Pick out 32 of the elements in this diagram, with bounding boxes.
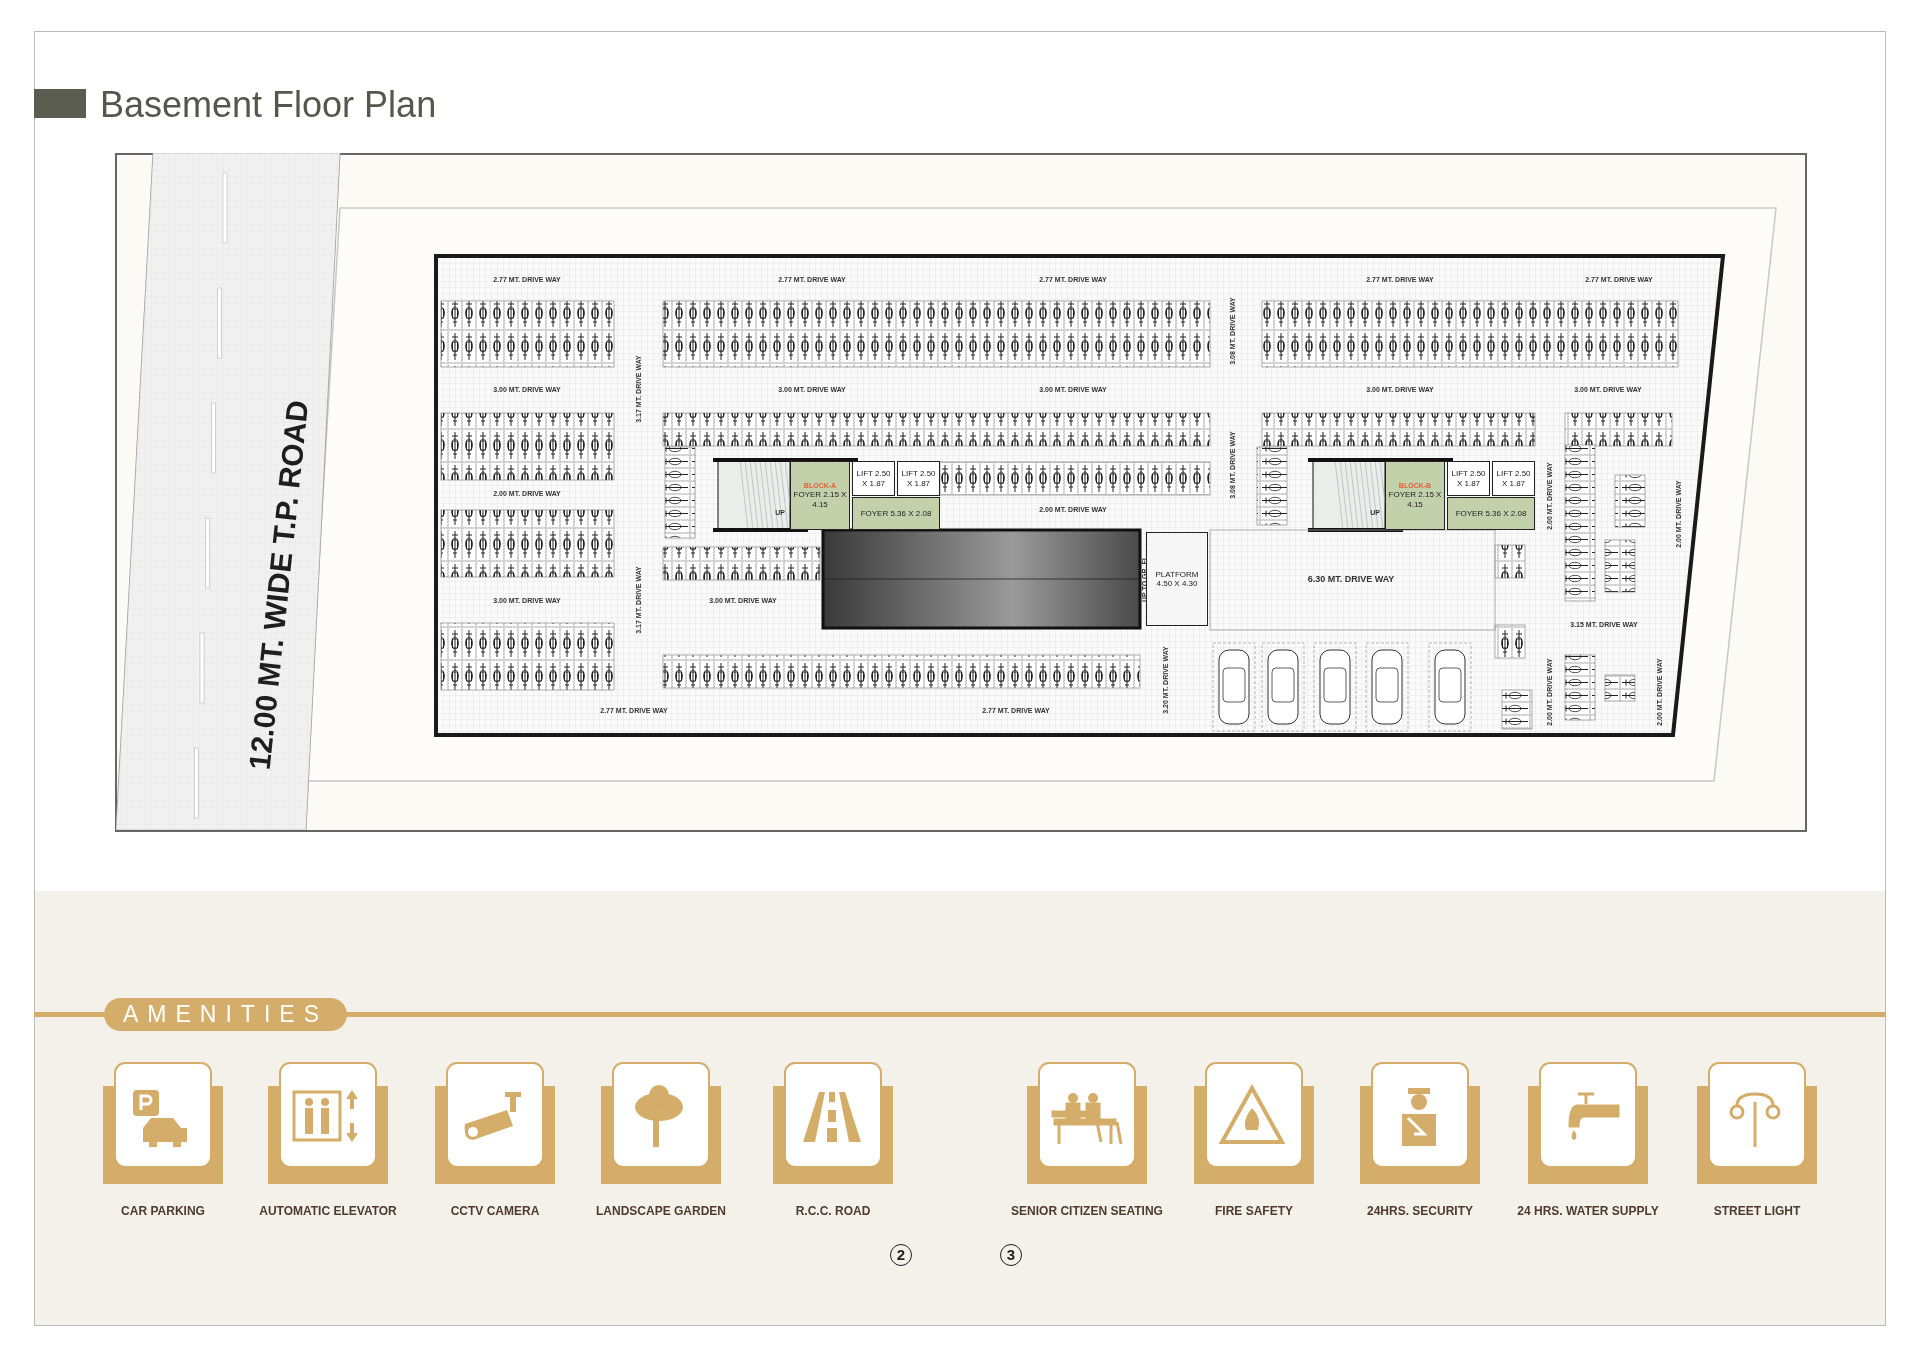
amenity-caption: FIRE SAFETY (1214, 1205, 1294, 1219)
room-label: FOYER 2.15 X 4.15 (792, 490, 848, 509)
foyer-area (852, 497, 940, 530)
lift-shaft (897, 461, 940, 496)
driveway-label: 6.30 MT. DRIVE WAY (1307, 574, 1395, 584)
room-label: LIFT 2.50 X 1.87 (900, 469, 937, 488)
foyer-area (1385, 461, 1445, 530)
room-label: LIFT 2.50 X 1.87 (855, 469, 892, 488)
amenity-caption: SENIOR CITIZEN SEATING (1010, 1205, 1164, 1219)
foyer-area (1447, 497, 1535, 530)
room-label: FOYER 2.15 X 4.15 (1387, 490, 1443, 509)
lift-shaft (1447, 461, 1490, 496)
amenity-caption: CAR PARKING (120, 1205, 206, 1219)
amenity-caption: CCTV CAMERA (449, 1205, 541, 1219)
amenity-caption: LANDSCAPE GARDEN (595, 1205, 727, 1219)
room-label: FOYER 5.36 X 2.08 (860, 508, 932, 519)
amenity-caption: STREET LIGHT (1712, 1205, 1802, 1219)
amenity-caption: AUTOMATIC ELEVATOR (258, 1205, 398, 1219)
road-label: 12.00 MT. WIDE T.P. ROAD (242, 398, 316, 772)
amenity-caption: R.C.C. ROAD (794, 1205, 872, 1219)
room-label: FOYER 5.36 X 2.08 (1455, 508, 1527, 519)
room-label: LIFT 2.50 X 1.87 (1450, 469, 1487, 488)
platform-area (1146, 532, 1208, 626)
room-label: LIFT 2.50 X 1.87 (1495, 469, 1532, 488)
foyer-area (790, 461, 850, 530)
amenity-caption: 24HRS. SECURITY (1366, 1205, 1474, 1219)
lift-shaft (1492, 461, 1535, 496)
room-label: PLATFORM 4.50 X 4.30 (1154, 569, 1200, 589)
page-title: Basement Floor Plan (100, 84, 437, 126)
lift-shaft (852, 461, 895, 496)
section-heading: AMENITIES (104, 998, 347, 1031)
amenity-caption: 24 HRS. WATER SUPPLY (1516, 1205, 1660, 1219)
